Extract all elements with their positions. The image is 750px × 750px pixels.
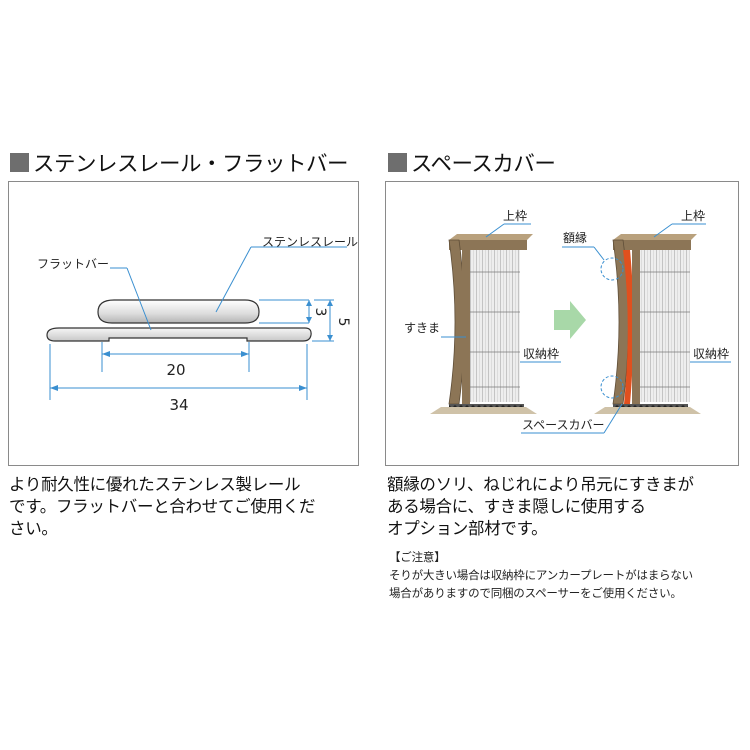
label-space-cover: スペースカバー xyxy=(522,418,605,432)
note-line: 場合がありますので同梱のスペーサーをご使用ください。 xyxy=(389,586,682,600)
heading-square-icon xyxy=(388,152,407,172)
flat-bar-shape xyxy=(46,327,312,342)
dim-34-label: 34 xyxy=(169,396,188,414)
after-illustration xyxy=(594,234,701,414)
heading-text: スペースカバー xyxy=(411,151,556,177)
label-storage-frame-after: 収納枠 xyxy=(693,347,729,361)
dim-5-label: 5 xyxy=(335,318,351,327)
space-cover-description: 額縁のソリ、ねじれにより吊元にすきまが ある場合に、すきま隠しに使用する オプシ… xyxy=(387,474,742,540)
label-flatbar: フラットバー xyxy=(37,257,109,271)
space-cover-diagram: 上枠 上枠 額縁 すきま 収納枠 収納枠 スペースカバー xyxy=(404,209,731,434)
space-cover-part xyxy=(623,250,634,404)
heading-square-icon xyxy=(10,152,29,172)
rail-diagram-panel: フラットバー ステンレスレール xyxy=(8,181,359,466)
before-illustration xyxy=(430,234,537,414)
label-storage-frame-before: 収納枠 xyxy=(523,347,559,361)
transition-arrow-icon xyxy=(554,301,586,339)
description-line: さい。 xyxy=(9,519,58,538)
dim-20-label: 20 xyxy=(166,361,185,379)
section-heading-rail: ステンレスレール・フラットバー xyxy=(10,147,349,177)
description-line: 額縁のソリ、ねじれにより吊元にすきまが xyxy=(387,475,694,494)
label-top-frame-after: 上枠 xyxy=(681,209,705,223)
rail-cross-section-diagram: フラットバー ステンレスレール xyxy=(37,235,358,414)
label-gap: すきま xyxy=(404,321,440,335)
caution-note: 【ご注意】 そりが大きい場合は収納枠にアンカープレートがはまらない 場合がありま… xyxy=(389,548,744,602)
section-heading-space-cover: スペースカバー xyxy=(388,147,556,177)
description-line: ある場合に、すきま隠しに使用する xyxy=(387,497,646,516)
space-cover-diagram-panel: 上枠 上枠 額縁 すきま 収納枠 収納枠 スペースカバー xyxy=(385,181,739,466)
stainless-rail-shape xyxy=(97,299,260,324)
heading-text: ステンレスレール・フラットバー xyxy=(33,151,349,177)
rail-description: より耐久性に優れたステンレス製レール です。フラットバーと合わせてご使用くだ さ… xyxy=(9,474,359,540)
description-line: オプション部材です。 xyxy=(387,519,548,538)
label-rail: ステンレスレール xyxy=(262,235,358,249)
note-title: 【ご注意】 xyxy=(389,550,446,564)
description-line: です。フラットバーと合わせてご使用くだ xyxy=(9,497,316,516)
label-molding: 額縁 xyxy=(563,230,587,245)
dim-3-label: 3 xyxy=(312,308,328,317)
note-line: そりが大きい場合は収納枠にアンカープレートがはまらない xyxy=(389,568,693,582)
label-top-frame-before: 上枠 xyxy=(503,209,527,223)
description-line: より耐久性に優れたステンレス製レール xyxy=(9,475,301,494)
